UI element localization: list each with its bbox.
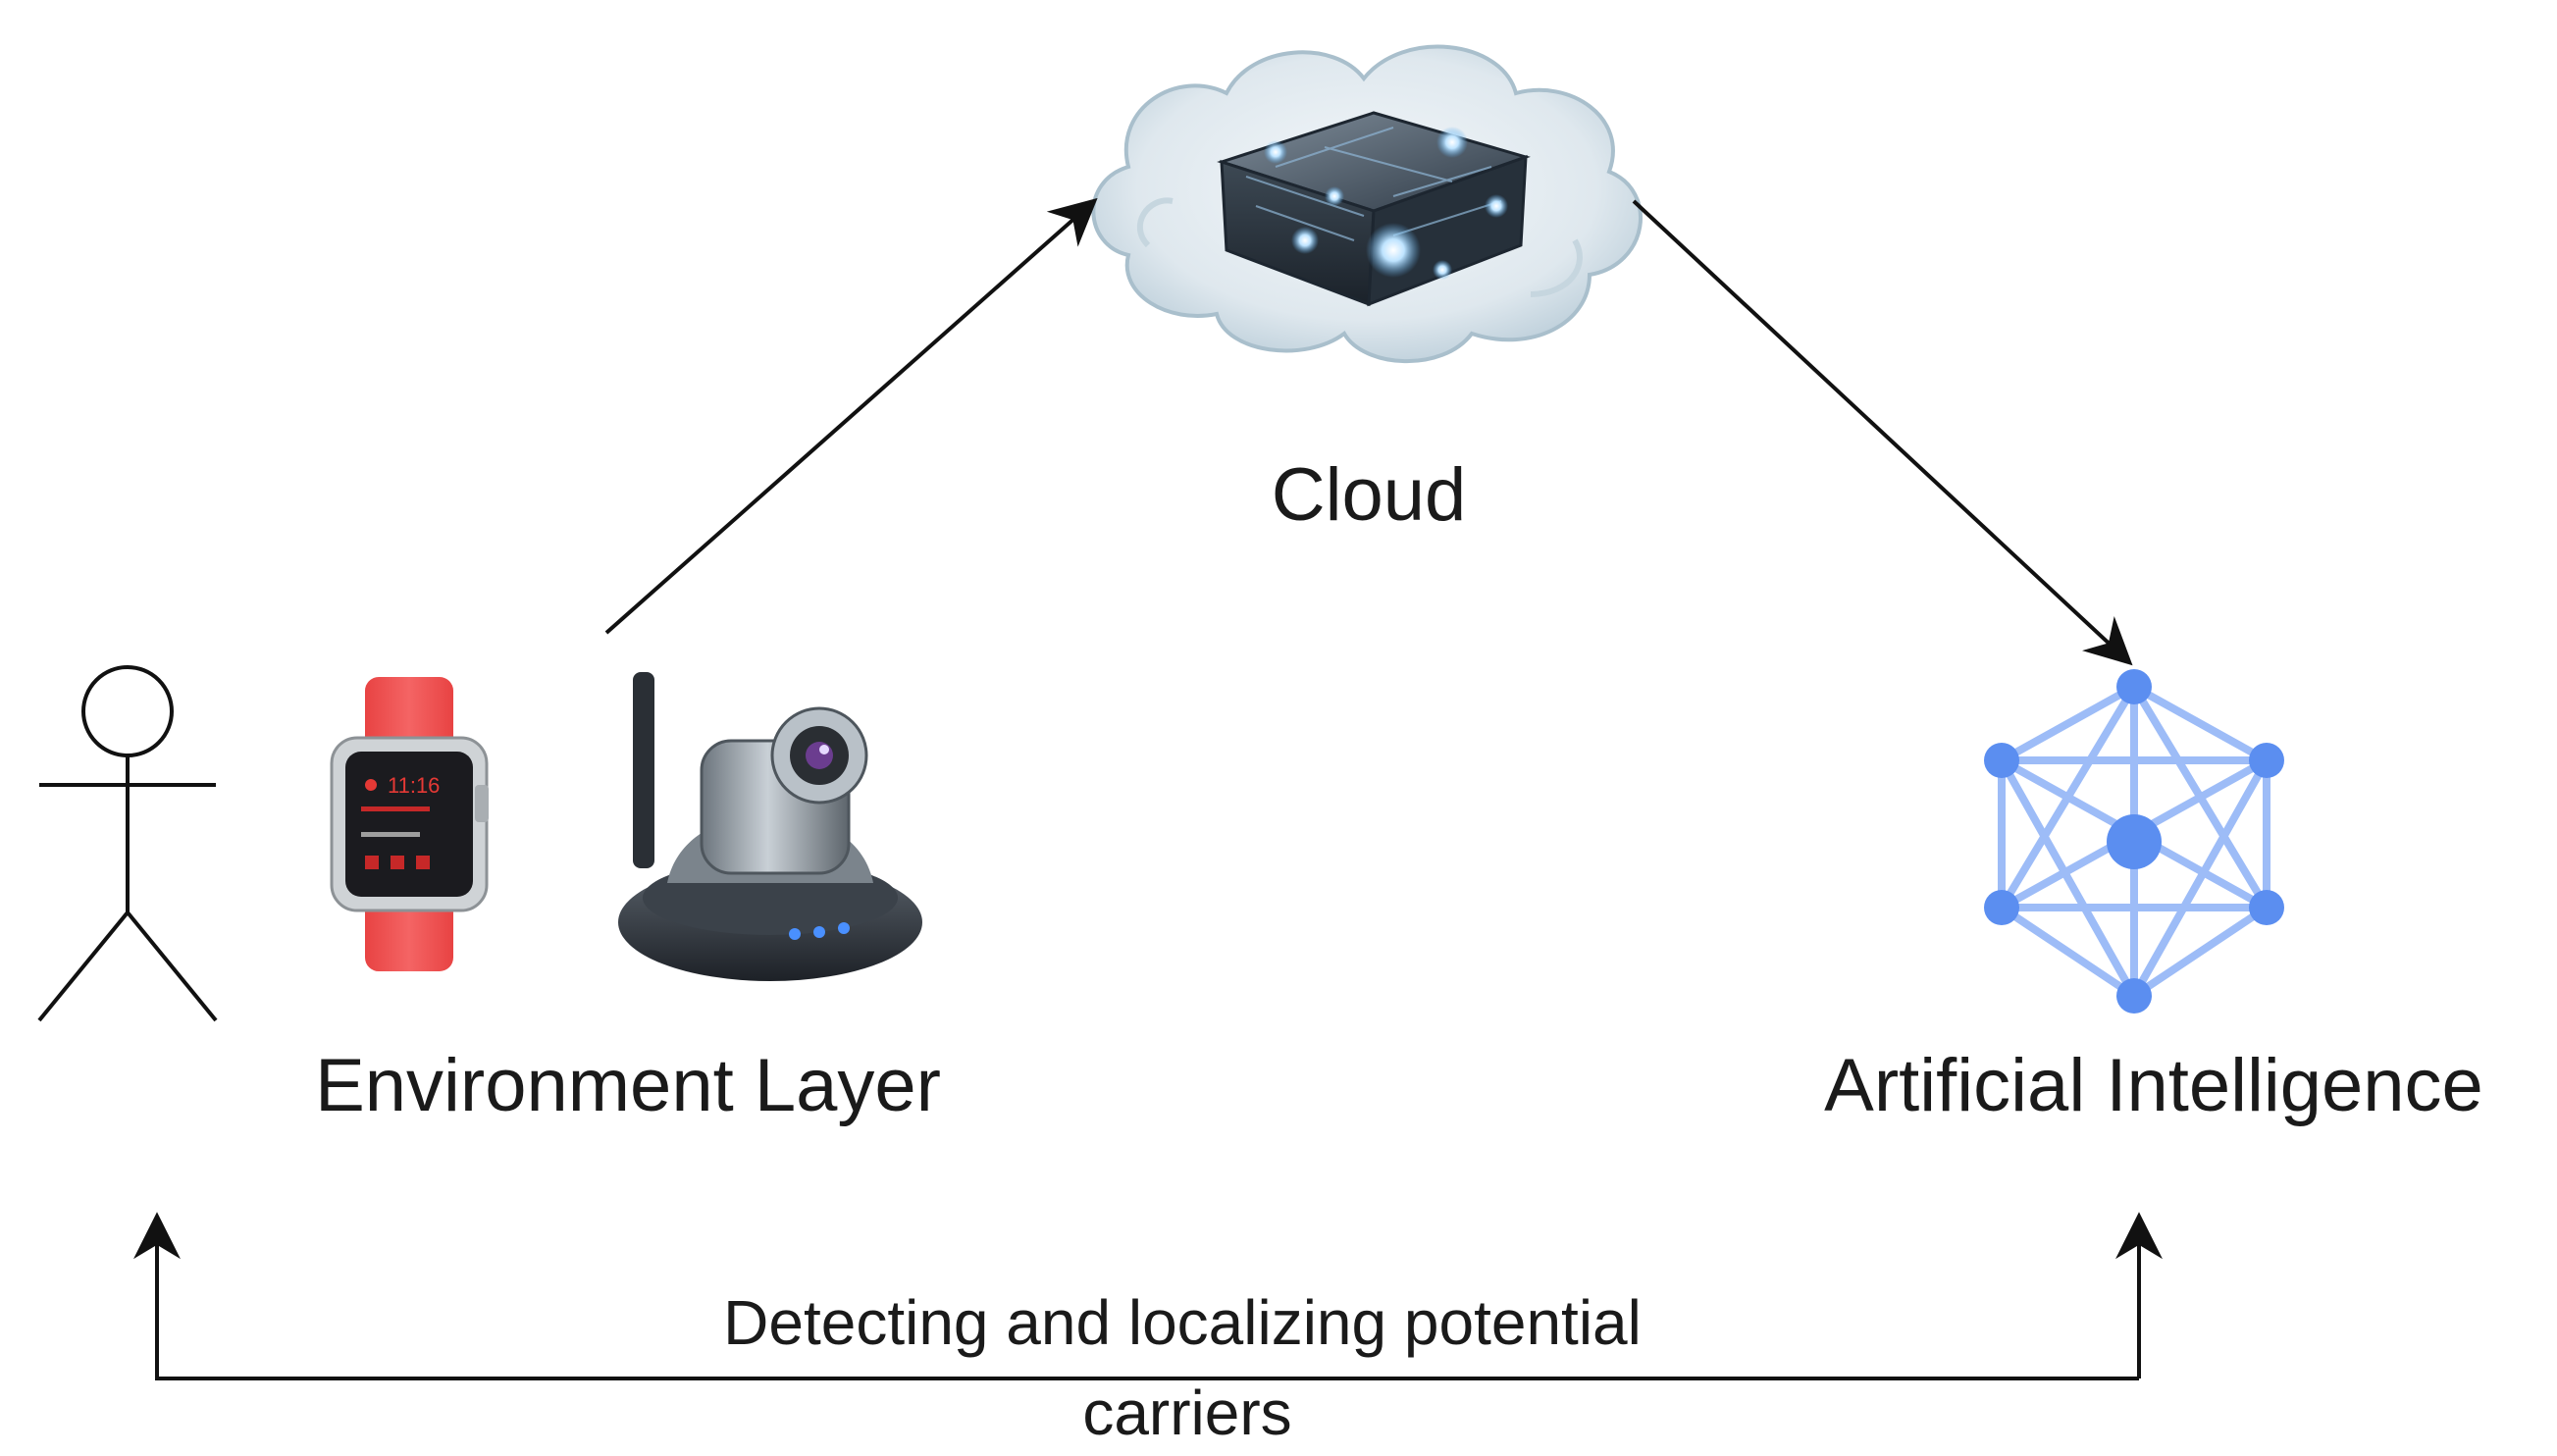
cloud-server-icon [1091,44,1644,364]
arrow-environment-to-cloud [604,197,1098,635]
artificial-intelligence-label: Artificial Intelligence [1824,1044,2483,1127]
smartwatch-icon: 11:16 [330,677,489,971]
feedback-label-line-2: carriers [1082,1378,1291,1448]
environment-layer-label: Environment Layer [315,1044,941,1127]
ip-camera-icon [618,672,922,981]
neural-network-icon [1984,669,2284,1014]
stick-figure-icon [37,665,218,1022]
cloud-label: Cloud [1272,453,1467,537]
feedback-label-line-1: Detecting and localizing potential [723,1287,1642,1358]
feedback-arrow [133,1212,2139,1380]
watch-screen-time: 11:16 [388,773,440,798]
arrow-cloud-to-ai [1632,199,2133,666]
